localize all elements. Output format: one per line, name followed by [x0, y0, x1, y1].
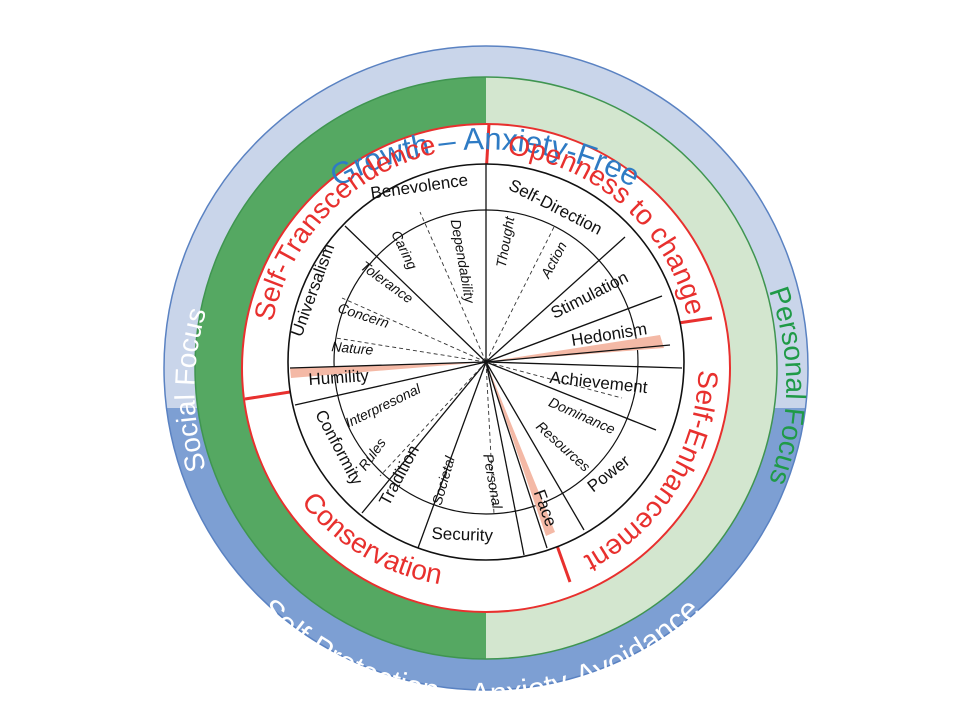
subvalue-spokes [335, 211, 623, 515]
value-spokes [289, 164, 683, 556]
divider-left [244, 390, 291, 401]
focus-band-border [194, 76, 778, 660]
subvalue-nature: Nature [331, 338, 374, 358]
highlight-sectors [290, 335, 664, 536]
outer-ring-border [163, 45, 809, 691]
face-highlight [486, 362, 555, 536]
humility-highlight [290, 362, 486, 378]
center-point [484, 360, 488, 364]
value-humility: Humility [308, 366, 370, 389]
hedonism-highlight [486, 335, 664, 362]
value-security: Security [431, 524, 494, 545]
